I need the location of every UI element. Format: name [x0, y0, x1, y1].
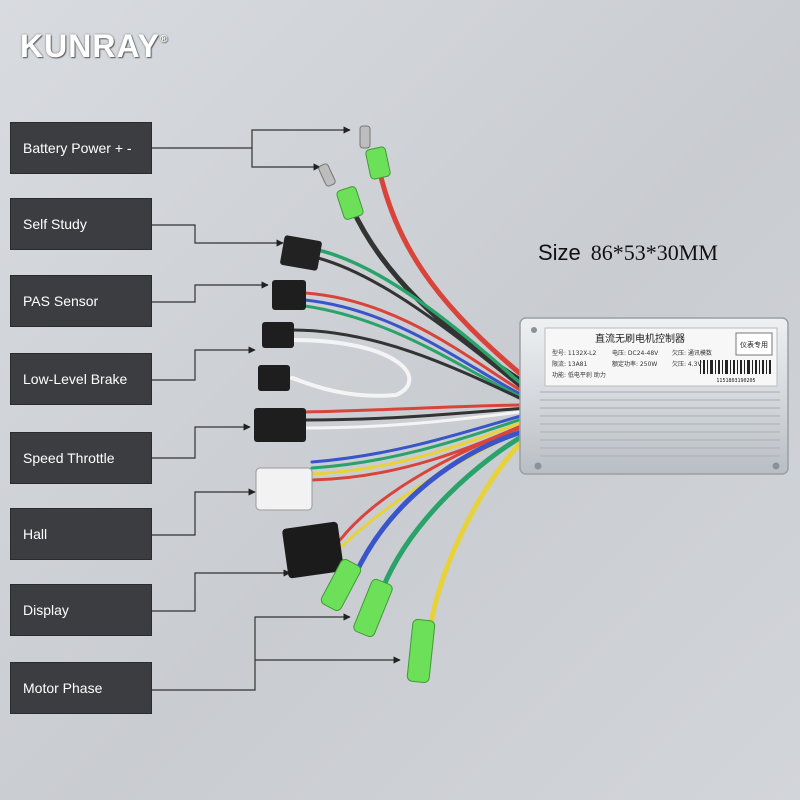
- wire-white-brake: [290, 338, 412, 398]
- leader-motor-phase-a: [152, 613, 351, 691]
- phase-sleeve-green: [353, 578, 393, 638]
- controller-box: 直流无刷电机控制器 型号: 1132X-L2 电压: DC24-48V 欠压: …: [519, 317, 789, 475]
- wire-yellow-phase: [427, 433, 531, 633]
- battery-terminal-red: [359, 125, 391, 180]
- display-connector: [282, 521, 344, 579]
- label-battery-power: Battery Power + -: [10, 122, 152, 174]
- controller-badge-box: [735, 332, 773, 356]
- controller-model: 型号: 1132X-L2: [552, 349, 597, 357]
- throttle-connector: [254, 408, 306, 442]
- label-speed-throttle: Speed Throttle: [10, 432, 152, 484]
- controller-barcode-number: 1151803190205: [716, 378, 755, 384]
- controller-power: 额定功率: 250W: [612, 360, 657, 368]
- wire-yellow-hall: [310, 418, 530, 476]
- barcode: [700, 360, 771, 374]
- label-self-study: Self Study: [10, 198, 152, 250]
- controller-current: 限流: 13A81: [552, 360, 587, 368]
- phase-sleeve-yellow: [406, 619, 436, 683]
- wire-blue-hall: [310, 412, 530, 464]
- controller-badge: 仪表专用: [740, 340, 768, 349]
- wire-green-hall: [310, 415, 530, 470]
- brake-connector: [262, 322, 294, 348]
- brand-name: KUNRAY: [20, 28, 160, 64]
- label-pas-sensor: PAS Sensor: [10, 275, 152, 327]
- connectors: [254, 125, 436, 683]
- heatsink-fins: [540, 391, 780, 457]
- controller-mode: 欠压: 通讯模数: [672, 349, 712, 357]
- controller-function: 功能: 低电平刹 助力: [552, 371, 606, 379]
- hall-connector: [255, 467, 313, 511]
- wire-black-self-study: [316, 256, 530, 395]
- leader-pas-sensor: [152, 281, 269, 303]
- wire-green-pas: [303, 304, 530, 402]
- label-motor-phase: Motor Phase: [10, 662, 152, 714]
- size-label-text: Size: [538, 240, 581, 265]
- brake-connector-2: [258, 365, 290, 391]
- wire-blue-phase: [352, 427, 531, 578]
- size-value-text: 86*53*30MM: [590, 240, 718, 265]
- mount-screw-top-left: [531, 327, 537, 333]
- pas-sensor-connector: [272, 280, 306, 310]
- wire-bundle: [290, 162, 531, 633]
- callout-leaders: [152, 126, 401, 691]
- label-display: Display: [10, 584, 152, 636]
- wire-red-display: [338, 423, 530, 542]
- wire-green-phase: [379, 430, 531, 593]
- phase-sleeve-blue: [320, 559, 362, 611]
- battery-terminal-black: [318, 163, 364, 220]
- size-spec: Size 86*53*30MM: [538, 240, 718, 266]
- label-low-level-brake: Low-Level Brake: [10, 353, 152, 405]
- wire-red-throttle: [303, 403, 530, 414]
- controller-undervoltage: 欠压: 4.3V: [672, 360, 702, 368]
- leader-speed-throttle: [152, 423, 251, 459]
- label-hall: Hall: [10, 508, 152, 560]
- leader-battery-top: [152, 126, 351, 149]
- mount-screw-bottom-left: [534, 462, 542, 470]
- wire-green-self-study: [316, 248, 530, 392]
- wire-blue-pas: [303, 298, 530, 400]
- leader-battery-bottom: [251, 148, 321, 171]
- self-study-connector: [280, 235, 322, 271]
- leader-self-study: [152, 224, 284, 247]
- wire-red-pas: [303, 291, 530, 397]
- mount-screw-bottom-right: [772, 462, 780, 470]
- wire-white-throttle: [303, 409, 530, 430]
- leader-display: [152, 569, 291, 612]
- brand-logo: KUNRAY®: [20, 28, 168, 65]
- leader-hall: [152, 488, 256, 536]
- leader-low-level-brake: [152, 346, 256, 381]
- controller-voltage: 电压: DC24-48V: [612, 349, 659, 357]
- wire-red-battery: [375, 162, 531, 383]
- controller-title: 直流无刷电机控制器: [595, 332, 685, 345]
- registered-mark: ®: [159, 34, 169, 45]
- wire-black-brake-a: [290, 328, 530, 404]
- wire-black-throttle: [303, 406, 530, 422]
